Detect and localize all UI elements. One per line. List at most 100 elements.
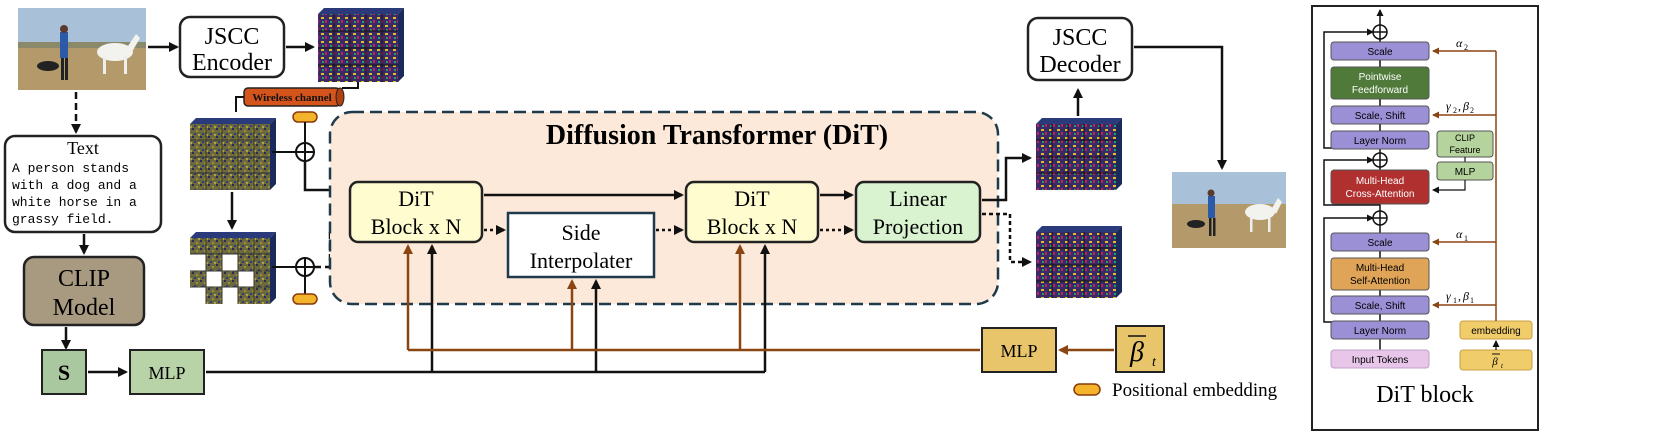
svg-text:Pointwise: Pointwise <box>1359 72 1402 83</box>
panel-beta-bar: β t <box>1459 349 1533 371</box>
svg-text:Feature: Feature <box>1449 145 1480 155</box>
jscc-encoder: JSCC Encoder <box>178 15 286 79</box>
dit-title: Diffusion Transformer (DiT) <box>546 120 888 151</box>
svg-text:α: α <box>1456 227 1463 241</box>
panel-cross-attention: Multi-Head Cross-Attention <box>1330 169 1430 205</box>
svg-text:CLIP: CLIP <box>1455 133 1475 143</box>
svg-text:Multi-Head: Multi-Head <box>1356 176 1404 187</box>
panel-plus-top <box>1372 24 1388 40</box>
dit-block-right: DiT Block x N <box>684 180 820 244</box>
dit-block-panel-title: DiT block <box>1376 382 1474 408</box>
svg-text:2: 2 <box>1464 43 1468 52</box>
svg-text:Layer Norm: Layer Norm <box>1354 326 1406 337</box>
jscc-decoder: JSCC Decoder <box>1026 16 1134 82</box>
svg-text:Scale, Shift: Scale, Shift <box>1355 111 1406 122</box>
mlp-left: MLP <box>129 349 205 395</box>
dit-block-left: DiT Block x N <box>348 180 484 244</box>
svg-text:1: 1 <box>1453 296 1457 305</box>
svg-text:DiT: DiT <box>734 186 770 211</box>
svg-text:2: 2 <box>1453 106 1457 115</box>
svg-text:,: , <box>1458 99 1461 113</box>
svg-text:β: β <box>1129 337 1144 368</box>
legend-positional-embedding: Positional embedding <box>1073 380 1278 401</box>
svg-text:α: α <box>1456 36 1463 50</box>
panel-scale-shift-bottom: Scale, Shift <box>1330 295 1430 315</box>
plus-node-bottom <box>295 257 315 277</box>
svg-text:1: 1 <box>1464 234 1468 243</box>
encoded-latent-cube <box>318 8 404 82</box>
input-photo <box>18 8 146 90</box>
svg-text:MLP: MLP <box>1455 167 1476 178</box>
text-box-title: Text <box>67 138 99 158</box>
svg-text:Decoder: Decoder <box>1039 52 1120 78</box>
svg-text:Input Tokens: Input Tokens <box>1352 355 1409 366</box>
text-box-line: grassy field. <box>12 212 113 227</box>
svg-text:Interpolater: Interpolater <box>530 248 633 273</box>
svg-text:Feedforward: Feedforward <box>1352 85 1408 96</box>
output-photo <box>1172 172 1286 248</box>
label-alpha2: α 2 <box>1456 36 1468 52</box>
svg-text:Scale: Scale <box>1367 238 1392 249</box>
text-prompt-box: Text A person stands with a dog and a wh… <box>3 134 163 234</box>
panel-scale-mid: Scale <box>1330 232 1430 252</box>
mlp-right: MLP <box>981 327 1057 373</box>
label-gamma2-beta2: γ 2 , β 2 <box>1446 99 1474 115</box>
svg-text:1: 1 <box>1470 296 1474 305</box>
arrow-decoder-to-output <box>1134 45 1227 170</box>
panel-scale-shift-top: Scale, Shift <box>1330 105 1430 125</box>
text-box-line: white horse in a <box>12 195 137 210</box>
svg-text:Layer Norm: Layer Norm <box>1354 136 1406 147</box>
svg-text:Positional embedding: Positional embedding <box>1112 380 1278 401</box>
arrow-linear-to-output-bottom <box>982 212 1032 267</box>
svg-text:Self-Attention: Self-Attention <box>1350 276 1410 287</box>
arrow-channel-to-noisy <box>235 96 244 112</box>
noisy-latent-cube <box>190 118 276 190</box>
wireless-channel: Wireless channel <box>243 87 345 107</box>
svg-text:CLIP: CLIP <box>58 266 110 292</box>
arrow-latent-to-channel <box>342 82 359 89</box>
text-box-line: A person stands <box>12 161 129 176</box>
clip-model: CLIP Model <box>22 255 146 327</box>
svg-text:Cross-Attention: Cross-Attention <box>1346 189 1415 200</box>
beta-t-box: β t <box>1115 325 1165 373</box>
svg-text:Side: Side <box>561 220 600 245</box>
svg-text:MLP: MLP <box>148 363 185 383</box>
s-box: S <box>41 349 87 395</box>
svg-text:β: β <box>1462 99 1469 113</box>
panel-clip-feature: CLIP Feature <box>1436 130 1494 158</box>
svg-text:Block x N: Block x N <box>371 214 462 239</box>
label-gamma1-beta1: γ 1 , β 1 <box>1446 289 1474 305</box>
panel-layer-norm-top: Layer Norm <box>1330 130 1430 150</box>
residual-loop-2 <box>1323 156 1380 206</box>
pos-embed-bottom <box>292 293 318 305</box>
arrow-linear-to-output-top <box>982 153 1032 202</box>
wireless-channel-label: Wireless channel <box>252 92 331 104</box>
svg-text:,: , <box>1458 289 1461 303</box>
panel-self-attention: Multi-Head Self-Attention <box>1330 257 1430 291</box>
panel-embedding: embedding <box>1459 320 1533 340</box>
svg-text:Block x N: Block x N <box>707 214 798 239</box>
panel-input-tokens: Input Tokens <box>1330 349 1430 369</box>
plus-node-top <box>295 142 315 162</box>
dit-region <box>328 110 1000 306</box>
svg-text:t: t <box>1501 362 1504 370</box>
svg-text:Linear: Linear <box>889 186 947 211</box>
svg-text:Projection: Projection <box>873 214 963 239</box>
svg-text:JSCC: JSCC <box>1053 25 1108 51</box>
svg-text:t: t <box>1152 355 1157 370</box>
panel-plus-bottom <box>1372 210 1388 226</box>
panel-scale-top: Scale <box>1330 41 1430 61</box>
text-box-line: with a dog and a <box>12 178 137 193</box>
panel-mlp: MLP <box>1436 161 1494 181</box>
svg-text:2: 2 <box>1470 106 1474 115</box>
output-latent-cube-top <box>1036 118 1122 190</box>
linear-projection: Linear Projection <box>854 180 982 244</box>
jscc-encoder-line2: Encoder <box>192 50 272 76</box>
svg-text:γ: γ <box>1446 99 1451 113</box>
svg-text:β: β <box>1462 289 1469 303</box>
side-interpolater: Side Interpolater <box>506 211 656 279</box>
svg-text:Scale: Scale <box>1367 47 1392 58</box>
svg-text:Scale, Shift: Scale, Shift <box>1355 301 1406 312</box>
svg-text:S: S <box>58 360 70 385</box>
